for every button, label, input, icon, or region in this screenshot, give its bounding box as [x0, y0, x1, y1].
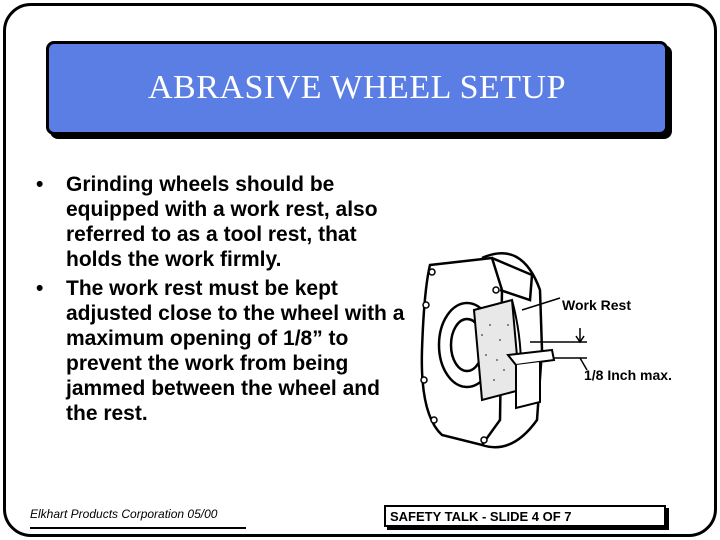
grinding-wheel — [472, 298, 522, 402]
callout-lines — [521, 297, 588, 371]
slide-counter: SAFETY TALK - SLIDE 4 OF 7 — [384, 505, 666, 527]
work-rest-label: Work Rest — [562, 297, 631, 313]
gap-label: 1/8 Inch max. — [584, 367, 672, 383]
slide-title: ABRASIVE WHEEL SETUP — [148, 69, 566, 106]
work-rest-shape — [506, 348, 556, 410]
bullet-text: The work rest must be kept adjusted clos… — [66, 277, 405, 425]
bullet-item: • The work rest must be kept adjusted cl… — [30, 276, 410, 426]
bullet-symbol: • — [36, 277, 44, 300]
slide-counter-text: SAFETY TALK - SLIDE 4 OF 7 — [390, 508, 572, 524]
bullet-text: Grinding wheels should be equipped with … — [66, 173, 378, 271]
grinder-illustration: Work Rest 1/8 Inch max. — [420, 252, 672, 449]
bullet-list: • Grinding wheels should be equipped wit… — [30, 172, 410, 430]
bullet-item: • Grinding wheels should be equipped wit… — [30, 172, 410, 272]
housing-bolts — [420, 268, 500, 444]
bullet-symbol: • — [36, 173, 44, 196]
footer-company: Elkhart Products Corporation 05/00 — [30, 507, 218, 521]
title-banner: ABRASIVE WHEEL SETUP — [46, 41, 668, 135]
footer-underline — [30, 527, 246, 529]
